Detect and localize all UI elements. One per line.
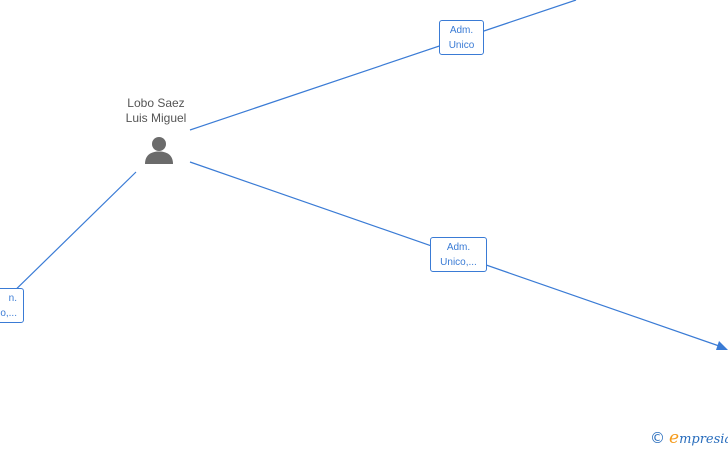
copyright-symbol: © xyxy=(650,429,665,447)
person-name-line1: Lobo Saez xyxy=(127,96,185,110)
edge-to-bottom-left xyxy=(0,171,137,306)
role-box-left[interactable]: n. o,... xyxy=(0,288,24,323)
role-top-line1: Adm. xyxy=(449,25,474,36)
person-name-line2: Luis Miguel xyxy=(125,111,187,125)
person-icon[interactable] xyxy=(144,136,174,164)
role-middle-line2: Unico,... xyxy=(440,257,477,268)
role-left-line1: n. xyxy=(8,293,17,304)
edge-to-top-right xyxy=(189,0,577,131)
role-box-top[interactable]: Adm. Unico xyxy=(439,20,484,55)
brand-name-rest: mpresia xyxy=(679,432,728,447)
arrowhead xyxy=(716,341,728,350)
brand-watermark: © empresia xyxy=(650,428,728,448)
role-box-middle[interactable]: Adm. Unico,... xyxy=(430,237,487,272)
brand-first-letter: e xyxy=(669,428,680,448)
brand-logo: empresia xyxy=(669,428,728,448)
role-top-line2: Unico xyxy=(448,40,475,51)
person-name[interactable]: Lobo Saez Luis Miguel xyxy=(110,96,202,126)
role-middle-line1: Adm. xyxy=(446,242,471,253)
role-left-line2: o,... xyxy=(0,308,17,319)
